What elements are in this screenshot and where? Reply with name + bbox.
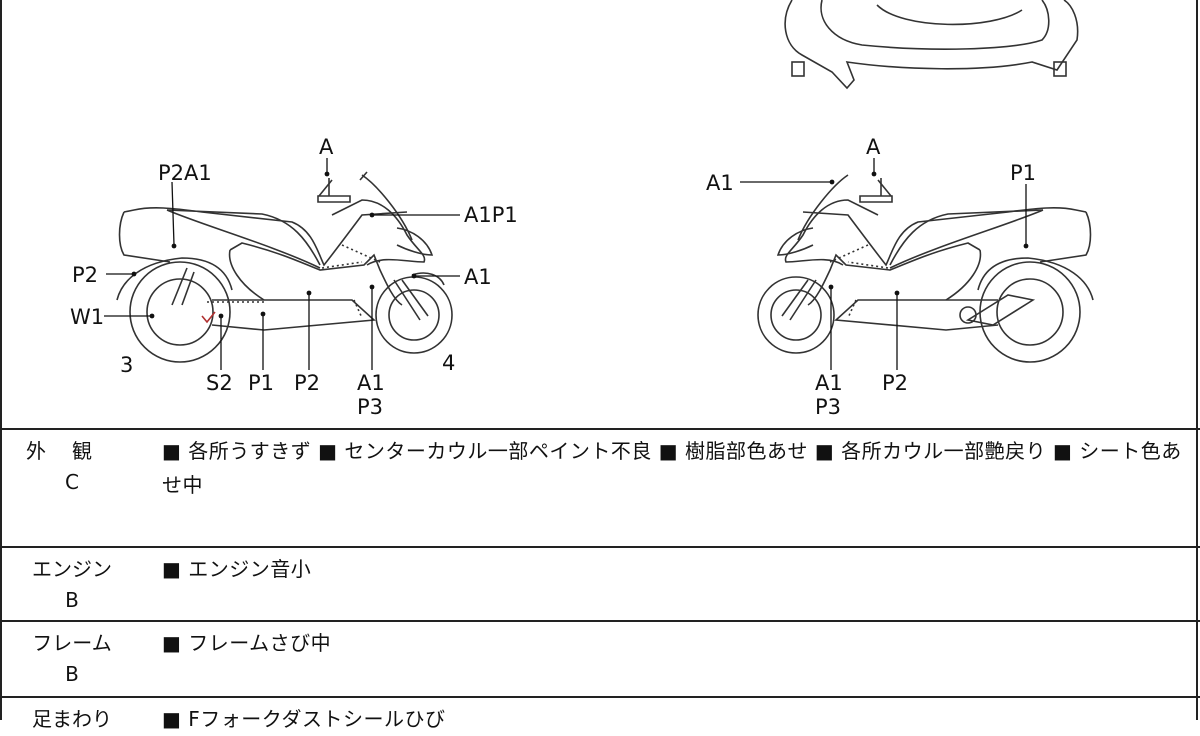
left-label-P1: P1 — [248, 371, 274, 395]
table-row: エンジン B ■ エンジン音小 — [2, 546, 1200, 620]
row-category: フレーム B — [2, 622, 142, 690]
table-row: 外観 C ■ 各所うすきず ■ センターカウル一部ペイント不良 ■ 樹脂部色あせ… — [2, 428, 1200, 546]
scooter-left-side-view — [116, 171, 453, 363]
left-label-S2: S2 — [206, 371, 233, 395]
table-row: フレーム B ■ フレームさび中 — [2, 620, 1200, 696]
condition-table: 外観 C ■ 各所うすきず ■ センターカウル一部ペイント不良 ■ 樹脂部色あせ… — [2, 428, 1200, 731]
category-grade: B — [65, 662, 79, 686]
left-label-A1-front: A1 — [464, 265, 492, 289]
right-label-A1-bottom: A1 — [815, 371, 843, 395]
table-row: 足まわり ■ Fフォークダストシールひび — [2, 696, 1200, 731]
row-description: ■ Fフォークダストシールひび — [162, 707, 446, 731]
category-label: フレーム — [32, 631, 112, 655]
right-leader-lines — [740, 158, 1029, 370]
left-label-3: 3 — [120, 353, 133, 377]
row-category: 外観 C — [2, 430, 142, 498]
left-label-P2A1: P2A1 — [158, 161, 212, 185]
row-description: ■ 各所うすきず ■ センターカウル一部ペイント不良 ■ 樹脂部色あせ ■ 各所… — [162, 439, 1182, 497]
left-label-P3-bottom: P3 — [357, 395, 383, 419]
category-label: エンジン — [32, 557, 112, 581]
damage-diagram: A P2A1 A1P1 P2 A1 W1 3 4 S2 P1 P2 A1 P3 … — [2, 0, 1200, 428]
left-leader-lines — [104, 158, 460, 370]
right-label-P2-bottom: P2 — [882, 371, 908, 395]
left-label-A: A — [319, 135, 334, 159]
left-label-P2: P2 — [72, 263, 98, 287]
scooter-top-view — [784, 0, 1079, 90]
category-grade: C — [65, 470, 79, 494]
row-category: エンジン B — [2, 548, 142, 616]
right-label-A1-top: A1 — [706, 171, 734, 195]
left-label-A1P1: A1P1 — [464, 203, 518, 227]
left-label-W1: W1 — [70, 305, 104, 329]
category-label: 足まわり — [32, 707, 112, 731]
scooter-right-side-view — [757, 174, 1094, 363]
category-label: 外観 — [26, 439, 118, 463]
right-label-P1: P1 — [1010, 161, 1036, 185]
row-category: 足まわり — [2, 698, 142, 735]
left-label-P2-bottom: P2 — [294, 371, 320, 395]
category-grade: B — [65, 588, 79, 612]
right-label-P3-bottom: P3 — [815, 395, 841, 419]
left-label-A1-bottom: A1 — [357, 371, 385, 395]
scooter-diagram-svg: A P2A1 A1P1 P2 A1 W1 3 4 S2 P1 P2 A1 P3 … — [70, 0, 1094, 419]
right-label-A: A — [866, 135, 881, 159]
left-label-4: 4 — [442, 351, 455, 375]
row-description: ■ フレームさび中 — [162, 631, 332, 655]
row-description: ■ エンジン音小 — [162, 557, 312, 581]
